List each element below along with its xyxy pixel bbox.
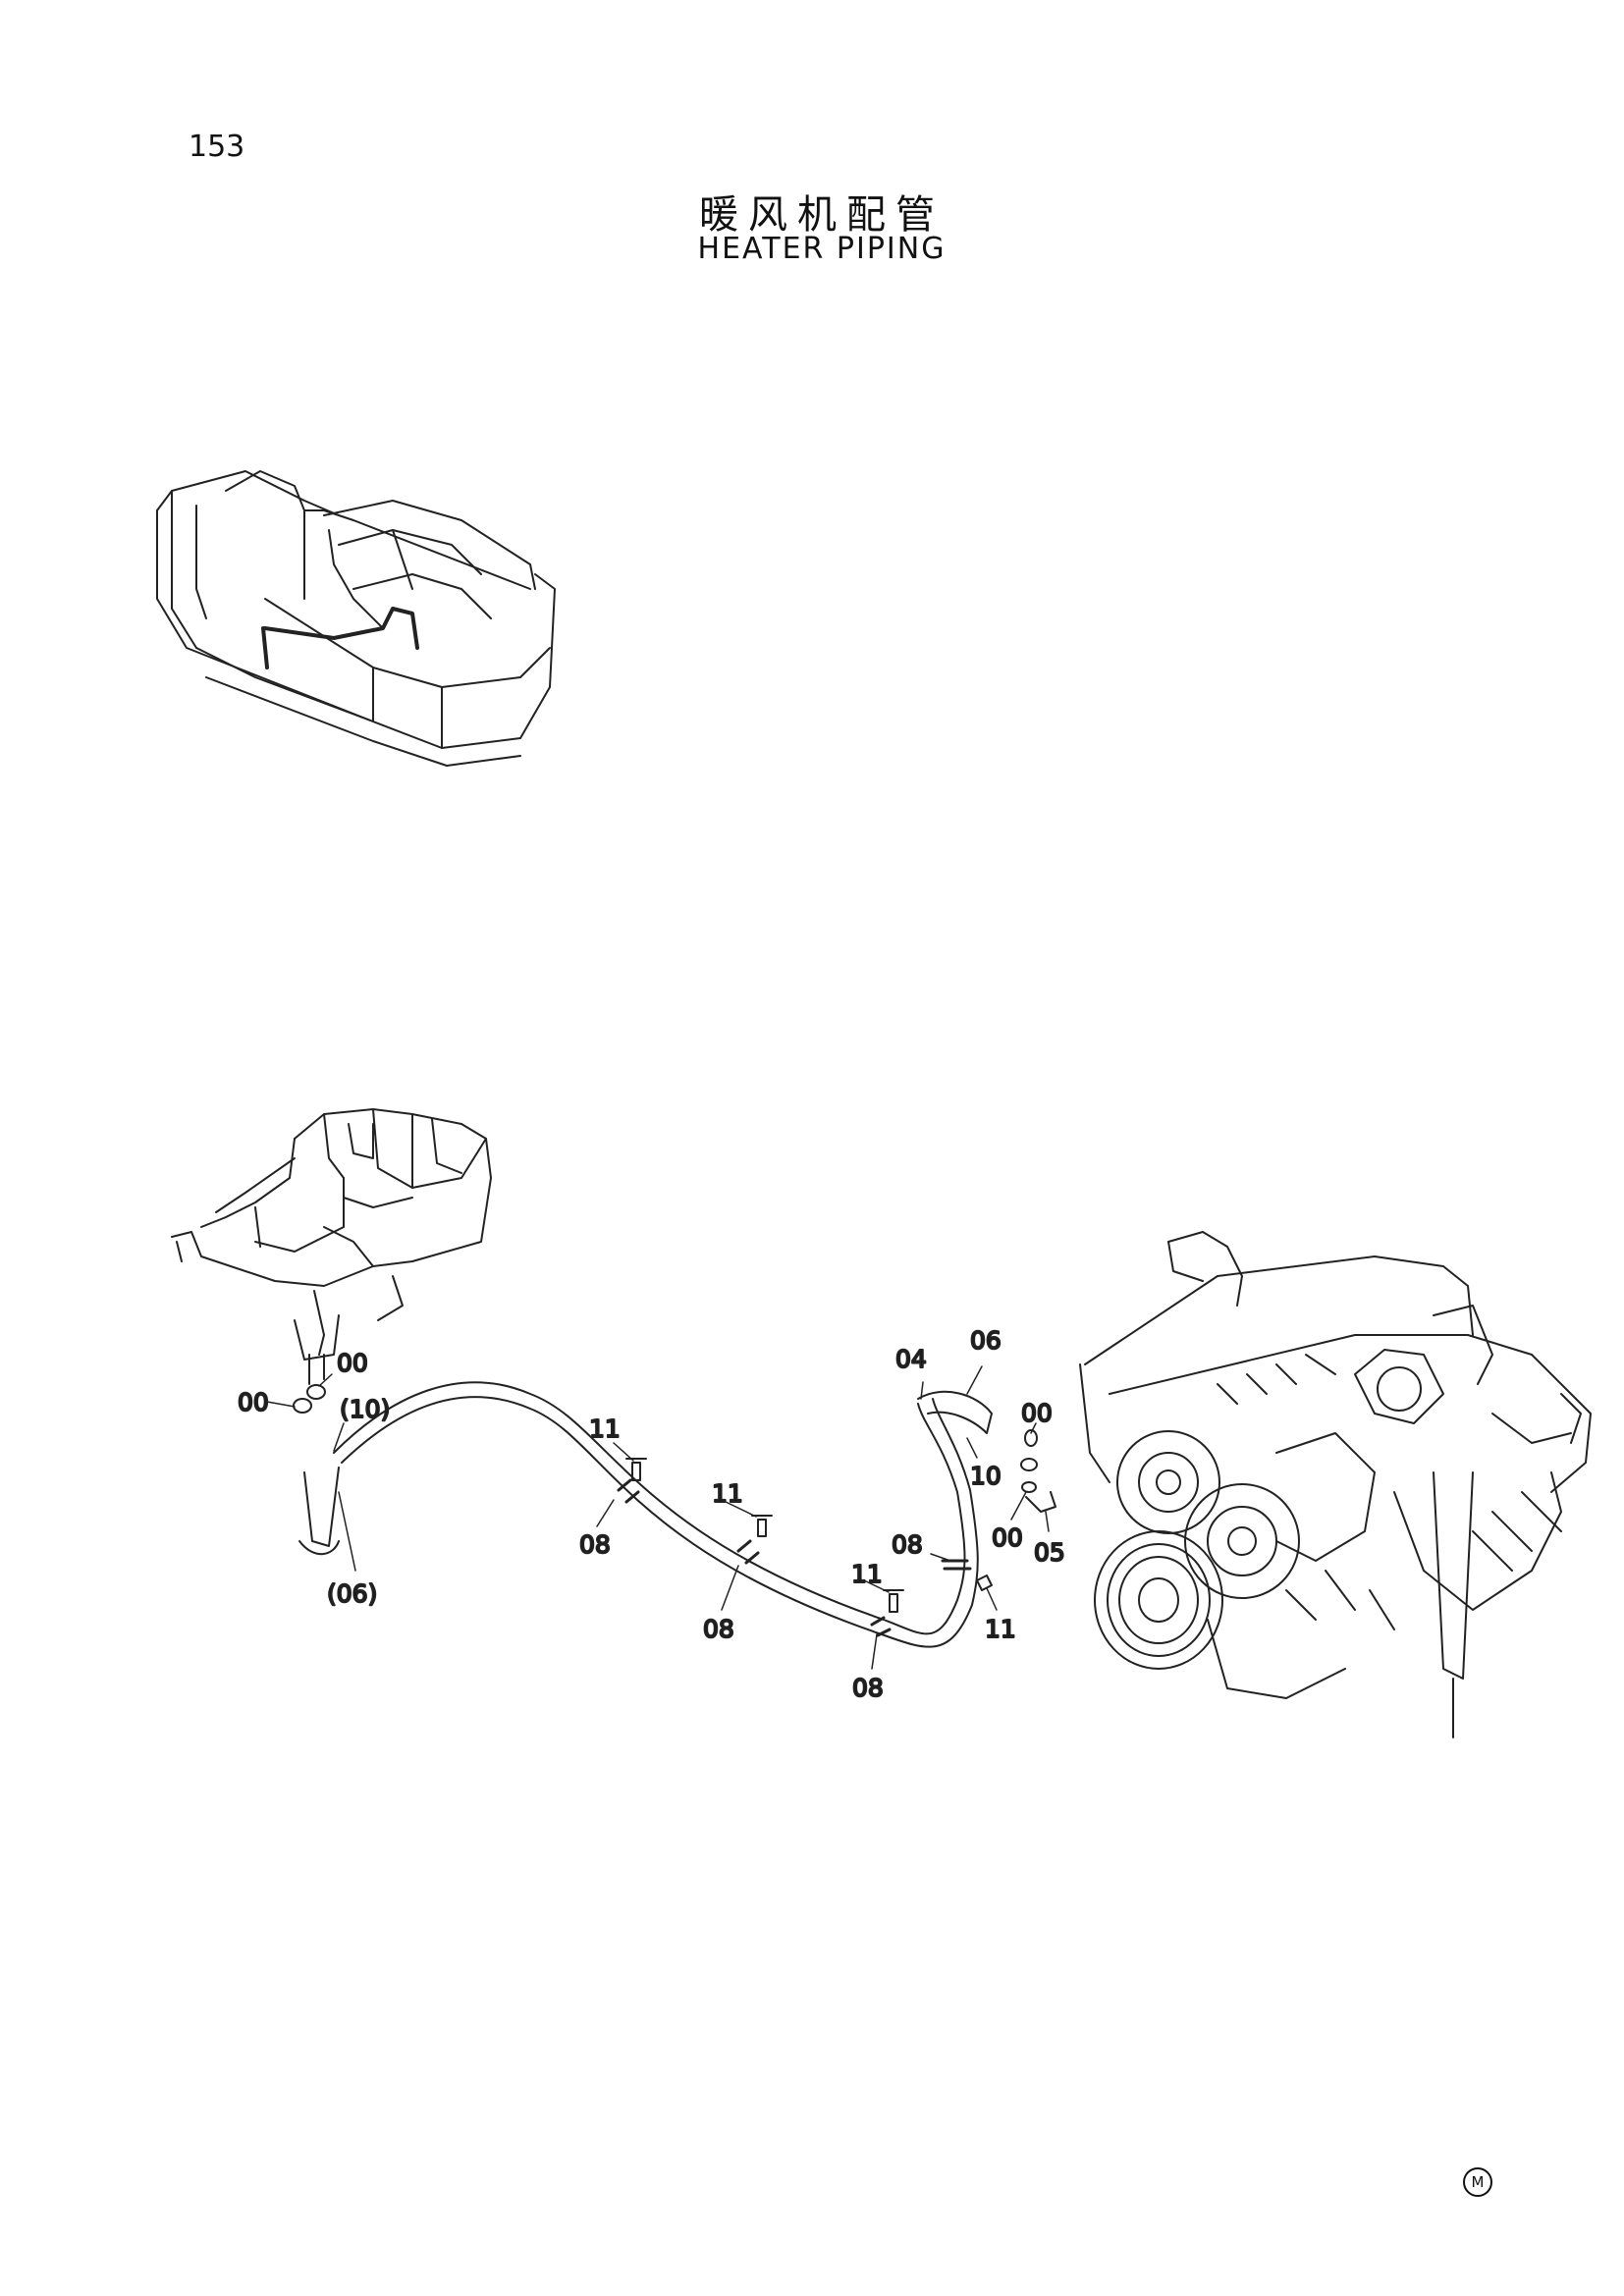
page-title-english: HEATER PIPING [697,232,947,266]
engine-fittings [1020,1429,1056,1513]
callout-00: 00 [238,1388,269,1416]
leader-lines [266,1365,1050,1670]
callout-11: 11 [712,1479,743,1508]
machine-overview-illustration [156,470,556,767]
callout-08: 08 [579,1530,611,1559]
callout-11: 11 [851,1560,883,1588]
callout-08: 08 [852,1674,884,1702]
callout-labels: 00 00 (10) (06) 11 08 11 08 11 08 08 11 … [237,1325,1066,1703]
callout-08: 08 [892,1530,923,1559]
callout-04: 04 [895,1345,927,1373]
page-title-chinese: 暖风机配管 [699,192,945,238]
page-number: 153 [189,130,245,164]
callout-11: 11 [589,1415,621,1443]
heater-unit-illustration [171,1108,492,1361]
callout-00: 00 [992,1523,1023,1552]
engine-hose-upper [917,1390,993,1434]
hose-clamps [617,1478,972,1637]
engine-illustration [1079,1231,1592,1738]
heater-hose-main [298,1381,979,1648]
callout-00: 00 [337,1349,368,1377]
callout-10: 10 [970,1462,1001,1490]
bolts [625,1458,993,1613]
callout-05: 05 [1034,1538,1065,1567]
callout-06-ref: (06) [327,1579,377,1608]
callout-08: 08 [703,1615,734,1643]
corner-mark: M [1463,2167,1492,2197]
heater-fittings [293,1354,326,1414]
callout-11: 11 [985,1615,1016,1643]
callout-06: 06 [970,1326,1001,1355]
callout-00: 00 [1021,1399,1053,1427]
callout-10-ref: (10) [340,1395,390,1423]
